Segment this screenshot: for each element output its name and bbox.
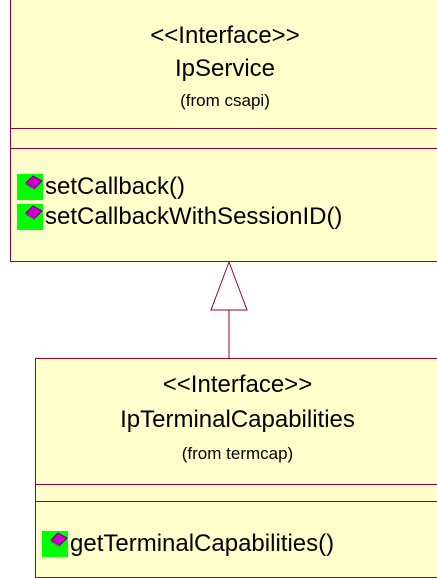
class-package: (from termcap) [181, 444, 294, 463]
operation-label: setCallback() [45, 173, 186, 200]
attribute-compartment-divider [36, 484, 437, 485]
operation-label: setCallbackWithSessionID() [45, 203, 343, 230]
generalization-arrowhead [210, 260, 248, 311]
operation-row[interactable]: getTerminalCapabilities() [42, 529, 334, 559]
operation-label: getTerminalCapabilities() [70, 530, 335, 557]
class-stereotype: <<Interface>> [162, 371, 313, 398]
operation-row[interactable]: setCallback() [17, 172, 185, 202]
class-header: <<Interface>> IpTerminalCapabilities (fr… [36, 371, 437, 465]
class-header: <<Interface>> IpService (from csapi) [11, 22, 437, 112]
operation-icon [17, 204, 43, 230]
attribute-compartment-divider [11, 128, 437, 129]
class-ipterminalcapabilities[interactable]: <<Interface>> IpTerminalCapabilities (fr… [35, 358, 437, 578]
class-stereotype: <<Interface>> [150, 22, 300, 49]
operation-icon [17, 174, 43, 200]
operation-icon [42, 531, 68, 557]
class-name: IpTerminalCapabilities [120, 406, 355, 433]
class-ipservice[interactable]: <<Interface>> IpService (from csapi) set… [10, 0, 437, 262]
operation-row[interactable]: setCallbackWithSessionID() [17, 202, 342, 232]
operation-compartment-divider [36, 501, 437, 502]
operation-compartment-divider [11, 148, 437, 149]
class-package: (from csapi) [180, 91, 270, 110]
class-name: IpService [174, 55, 276, 82]
